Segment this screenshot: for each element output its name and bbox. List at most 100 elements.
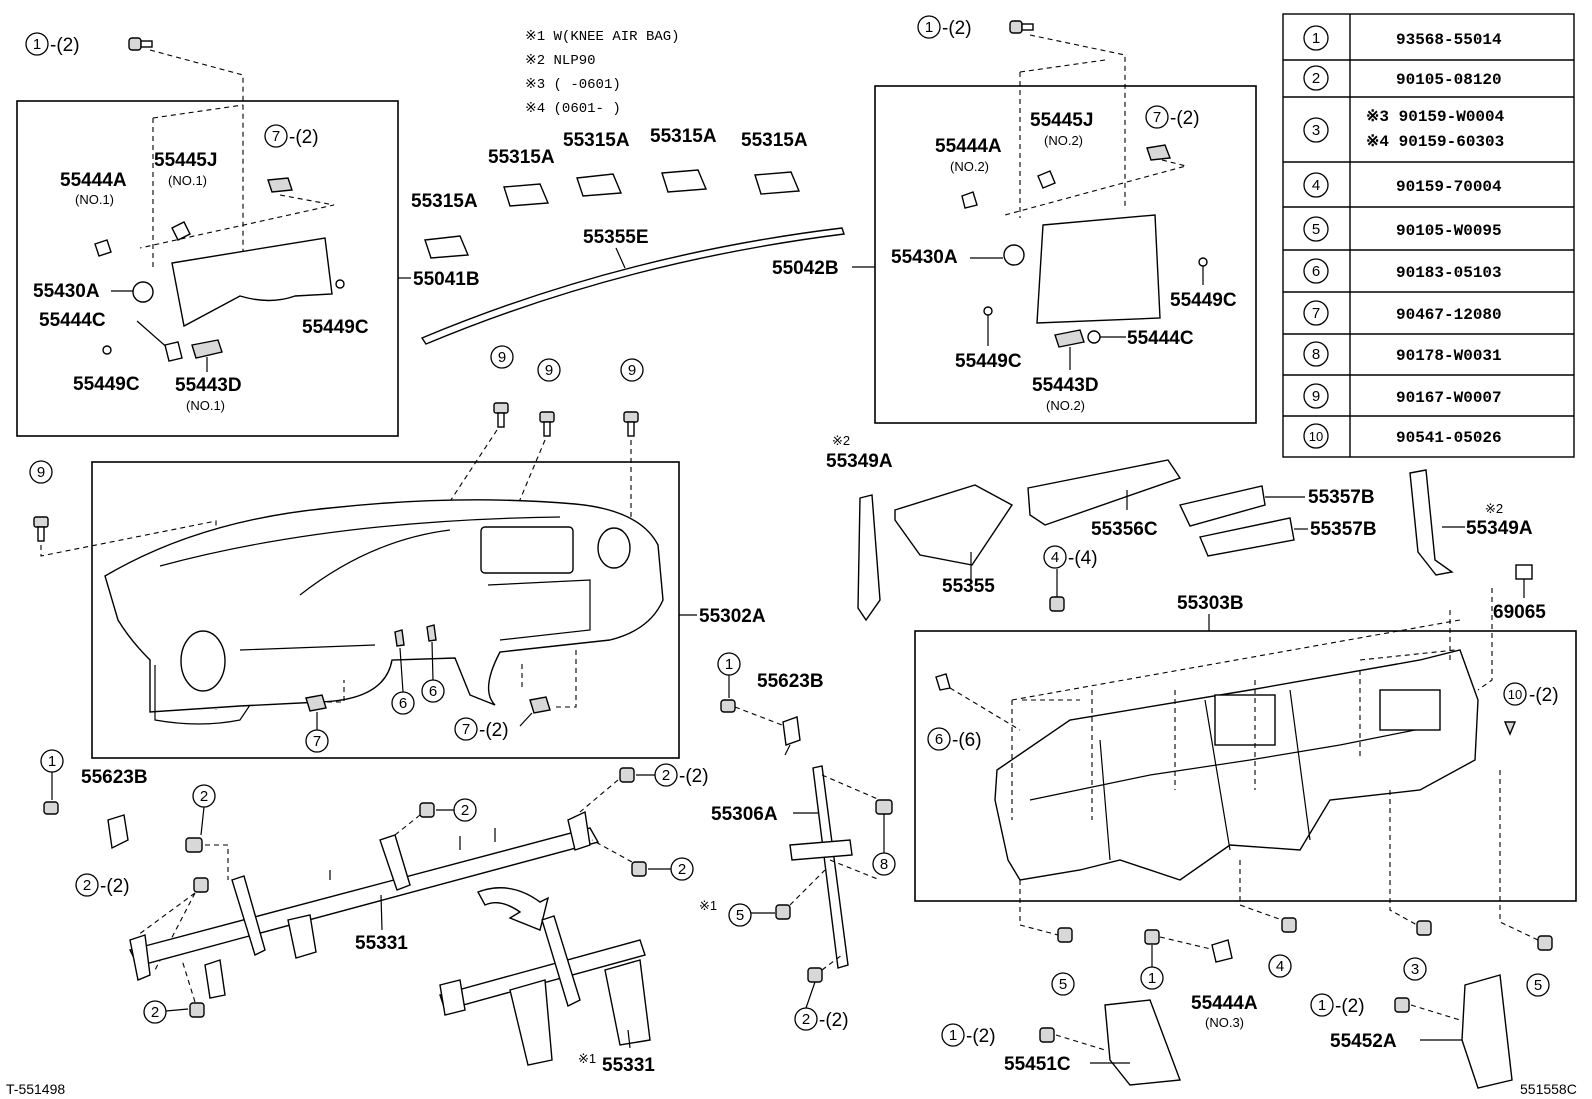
side-trim-left bbox=[857, 494, 881, 622]
screw-9-c: 9 bbox=[620, 358, 644, 612]
label-55357B-1[interactable]: 55357B bbox=[1308, 487, 1375, 508]
svg-text:1: 1 bbox=[48, 753, 56, 770]
label-55623B-left[interactable]: 55623B bbox=[81, 767, 148, 788]
svg-text:-(2): -(2) bbox=[100, 876, 130, 897]
label-55303B[interactable]: 55303B bbox=[1177, 593, 1244, 614]
label-55444C-l[interactable]: 55444C bbox=[39, 310, 106, 331]
ref-1: 1 bbox=[33, 36, 41, 53]
side-frame bbox=[1379, 689, 1441, 731]
label-55451C[interactable]: 55451C bbox=[1004, 1054, 1071, 1075]
label-55443D-no2[interactable]: 55443D bbox=[1032, 375, 1099, 396]
label-69065[interactable]: 69065 bbox=[1493, 602, 1546, 623]
label-55315A-4[interactable]: 55315A bbox=[741, 130, 808, 151]
label-55430A-l[interactable]: 55430A bbox=[33, 281, 100, 302]
table-row: 6 90183-05103 bbox=[1303, 258, 1502, 284]
screw-icon bbox=[1057, 927, 1073, 943]
label-55355E[interactable]: 55355E bbox=[583, 227, 649, 248]
svg-text:6: 6 bbox=[429, 683, 437, 700]
table-part-number: 90541-05026 bbox=[1396, 429, 1502, 447]
group-55303B: 55303B 6 -(6) 10 -(2) 5 4 3 5 bbox=[914, 588, 1577, 997]
table-row: 8 90178-W0031 bbox=[1303, 341, 1502, 367]
screw-icon bbox=[185, 837, 203, 853]
screw-icon bbox=[1049, 596, 1065, 612]
label-55042B[interactable]: 55042B bbox=[772, 258, 839, 279]
clip-icon bbox=[1503, 721, 1517, 736]
screw-icon bbox=[1537, 935, 1553, 951]
svg-text:9: 9 bbox=[37, 464, 45, 481]
label-55449C-l2[interactable]: 55449C bbox=[73, 374, 140, 395]
svg-text:-(2): -(2) bbox=[479, 720, 509, 741]
label-55443D-no1[interactable]: 55443D bbox=[175, 375, 242, 396]
svg-text:2: 2 bbox=[802, 1011, 810, 1028]
svg-text:2: 2 bbox=[200, 788, 208, 805]
label-55349A-right[interactable]: 55349A bbox=[1466, 518, 1533, 539]
table-part-number: 90467-12080 bbox=[1396, 306, 1502, 324]
group-55041B: 55041B 1 -(2) 7 -(2) 55444A (NO.1) 55445… bbox=[16, 32, 480, 437]
label-55449C-l1[interactable]: 55449C bbox=[302, 317, 369, 338]
clip-icon bbox=[529, 696, 551, 714]
label-55449C-r1[interactable]: 55449C bbox=[1170, 290, 1237, 311]
glovebox-door-panel bbox=[171, 237, 333, 328]
label-55444A-no3[interactable]: 55444A bbox=[1191, 993, 1258, 1014]
table-ref-num: 7 bbox=[1312, 305, 1320, 322]
label-55355[interactable]: 55355 bbox=[942, 576, 995, 597]
label-55331-knee[interactable]: 55331 bbox=[602, 1055, 655, 1076]
svg-text:(NO.1): (NO.1) bbox=[75, 192, 114, 207]
label-55302A[interactable]: 55302A bbox=[699, 606, 766, 627]
label-55356C[interactable]: 55356C bbox=[1091, 519, 1158, 540]
label-55444A-no1[interactable]: 55444A bbox=[60, 170, 127, 191]
cushion-icon bbox=[983, 306, 993, 316]
group-55331: 1 55623B 2 2 -(2) 2 2 2 -(2) 2 bbox=[40, 749, 709, 1076]
group-ducts: 1 55444A (NO.3) 1 -(2) 55451C 1 -(2) 554… bbox=[941, 929, 1513, 1089]
label-55315A-5[interactable]: 55315A bbox=[411, 191, 478, 212]
glovebox-door-panel bbox=[1036, 214, 1161, 324]
nut-icon bbox=[875, 799, 893, 815]
clip-icon bbox=[267, 177, 293, 193]
label-55331[interactable]: 55331 bbox=[355, 933, 408, 954]
cushion-icon bbox=[1198, 257, 1208, 267]
svg-text:5: 5 bbox=[1534, 977, 1542, 994]
screw-icon bbox=[43, 801, 59, 815]
cushion-icon bbox=[102, 345, 112, 355]
svg-text:7: 7 bbox=[272, 128, 280, 145]
table-ref-num: 8 bbox=[1312, 346, 1320, 363]
note-2: ※2 NLP90 bbox=[525, 53, 596, 69]
screw-icon bbox=[1039, 1027, 1055, 1043]
screw-icon bbox=[189, 1002, 205, 1018]
label-55357B-2[interactable]: 55357B bbox=[1310, 519, 1377, 540]
svg-text:8: 8 bbox=[880, 856, 888, 873]
label-55452A[interactable]: 55452A bbox=[1330, 1031, 1397, 1052]
table-row: 3 ※3 90159-W0004 ※4 90159-60303 bbox=[1303, 108, 1505, 151]
note-4: ※4 (0601- ) bbox=[525, 101, 621, 117]
air-duct-left bbox=[1104, 999, 1181, 1086]
label-55315A-2[interactable]: 55315A bbox=[563, 130, 630, 151]
label-55041B[interactable]: 55041B bbox=[413, 269, 480, 290]
screw-icon bbox=[1144, 929, 1160, 945]
label-55349A-left[interactable]: 55349A bbox=[826, 451, 893, 472]
table-ref-num: 4 bbox=[1312, 177, 1320, 194]
svg-text:4: 4 bbox=[1051, 549, 1059, 566]
label-55623B-right[interactable]: 55623B bbox=[757, 671, 824, 692]
group-55302A: 55302A 9 9 9 9 bbox=[29, 345, 766, 759]
bumper-icon bbox=[132, 281, 154, 303]
label-55444C-r[interactable]: 55444C bbox=[1127, 328, 1194, 349]
svg-text:6: 6 bbox=[399, 695, 407, 712]
label-55315A-3[interactable]: 55315A bbox=[650, 126, 717, 147]
damper-icon bbox=[1087, 330, 1101, 344]
label-55445J-no1[interactable]: 55445J bbox=[154, 150, 217, 171]
label-55445J-no2[interactable]: 55445J bbox=[1030, 110, 1093, 131]
label-55315A-1[interactable]: 55315A bbox=[488, 147, 555, 168]
table-part-number: 90105-W0095 bbox=[1396, 222, 1502, 240]
group-defroster-pads: 55315A 55315A 55315A 55315A 55315A 55355… bbox=[411, 126, 845, 345]
label-55449C-r2[interactable]: 55449C bbox=[955, 351, 1022, 372]
svg-text:(NO.1): (NO.1) bbox=[186, 398, 225, 413]
qty-label: -(2) bbox=[50, 35, 80, 56]
note-1: ※1 W(KNEE AIR BAG) bbox=[525, 29, 680, 45]
label-55430A-r[interactable]: 55430A bbox=[891, 247, 958, 268]
label-55306A[interactable]: 55306A bbox=[711, 804, 778, 825]
table-part-number: ※4 90159-60303 bbox=[1366, 133, 1504, 151]
label-55444A-no2[interactable]: 55444A bbox=[935, 136, 1002, 157]
table-ref-num: 9 bbox=[1312, 388, 1320, 405]
svg-text:-(2): -(2) bbox=[1335, 996, 1365, 1017]
table-row: 9 90167-W0007 bbox=[1303, 383, 1502, 409]
